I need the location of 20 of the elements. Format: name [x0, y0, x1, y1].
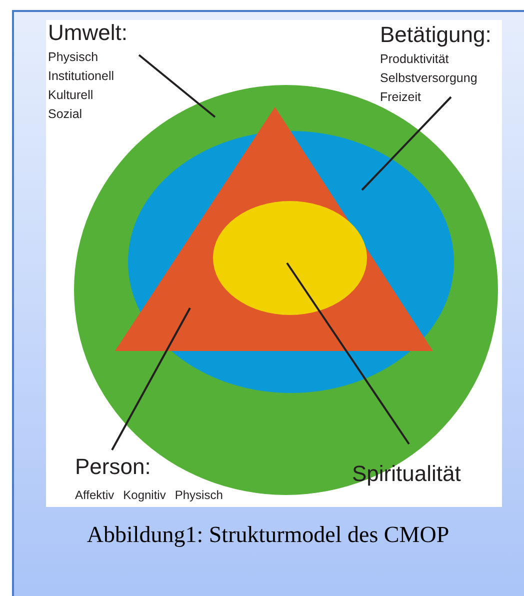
leader-line — [361, 96, 452, 191]
triangle — [115, 107, 433, 351]
caption: Abbildung1: Strukturmodel des CMOP — [86, 522, 450, 548]
item-label: Institutionell — [48, 68, 116, 85]
item-label: Sozial — [48, 106, 84, 123]
heading-label: Betätigung: — [380, 22, 492, 48]
heading-label: Person: — [75, 454, 152, 480]
leader-line — [286, 262, 410, 445]
item-label: Physisch — [48, 49, 100, 66]
inner-circle — [213, 201, 367, 315]
leader-line — [138, 54, 216, 118]
heading-label: Umwelt: — [48, 20, 128, 46]
item-label: Selbstversorgung — [380, 70, 478, 87]
item-label: Freizeit — [380, 89, 422, 106]
item-label: Physisch — [174, 487, 223, 504]
item-label: Kognitiv — [123, 487, 166, 504]
item-label: Produktivität — [380, 51, 450, 68]
leader-line — [111, 308, 191, 450]
item-label: Affektiv — [75, 487, 114, 504]
item-label: Kulturell — [48, 87, 94, 104]
